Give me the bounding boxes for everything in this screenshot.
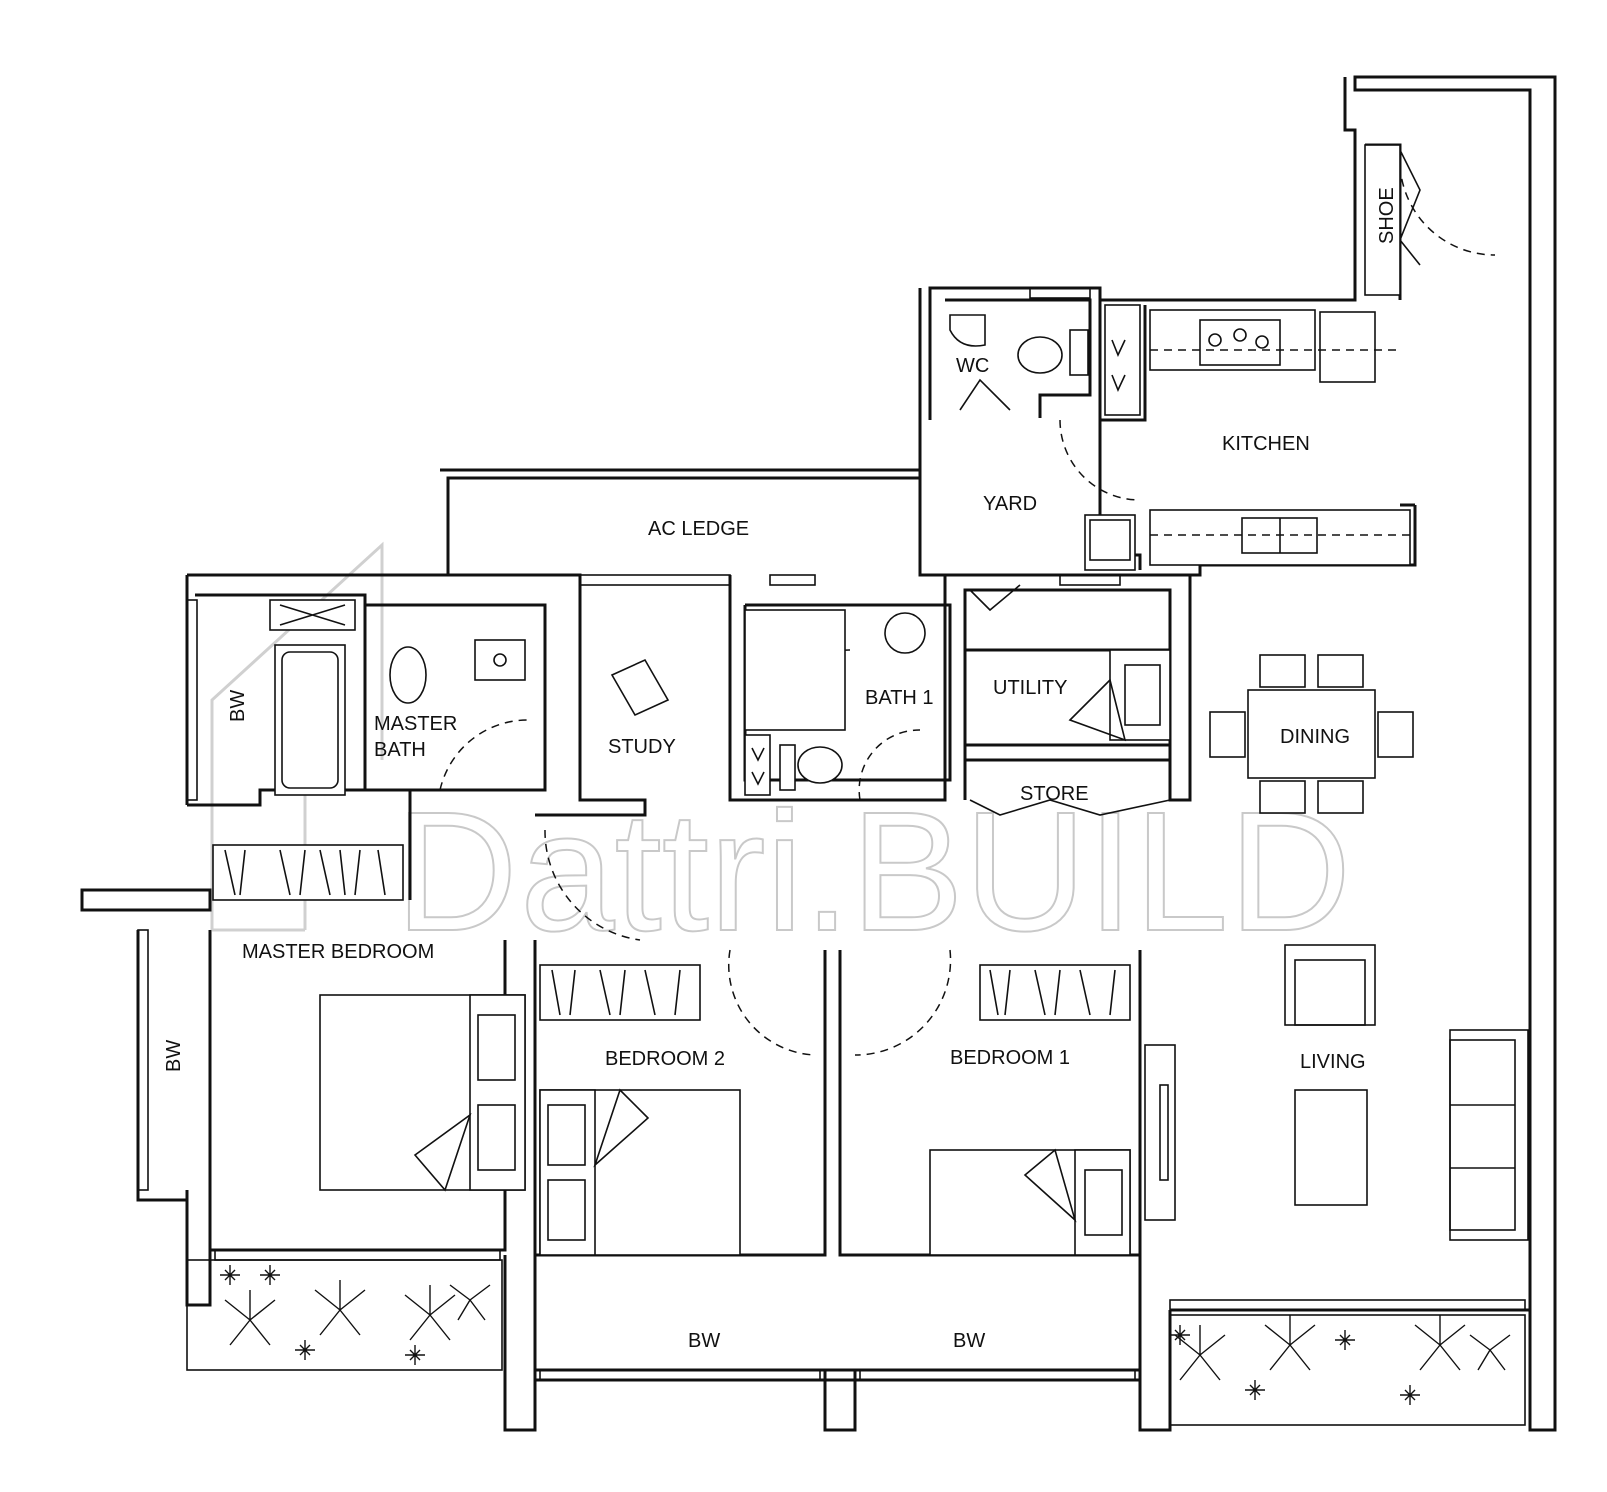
label-bw-bedroom1: BW — [953, 1330, 985, 1352]
label-store: STORE — [1020, 783, 1089, 805]
label-living: LIVING — [1300, 1051, 1366, 1073]
label-ac-ledge: AC LEDGE — [648, 518, 749, 540]
label-kitchen: KITCHEN — [1222, 433, 1310, 455]
windows — [137, 287, 1526, 1381]
watermark-letter: D — [395, 777, 518, 967]
label-wc: WC — [956, 355, 989, 377]
watermark-text: attri.BUILD — [520, 777, 1351, 967]
room-labels: SHOE WC KITCHEN YARD AC LEDGE BW MASTER … — [163, 187, 1398, 1352]
label-study: STUDY — [608, 736, 676, 758]
label-bedroom2: BEDROOM 2 — [605, 1048, 725, 1070]
label-bedroom1: BEDROOM 1 — [950, 1047, 1070, 1069]
label-bw-bedroom2: BW — [688, 1330, 720, 1352]
label-master-bath-line2: BATH — [374, 739, 426, 761]
label-master-bedroom: MASTER BEDROOM — [242, 941, 434, 963]
label-bw-master-bath: BW — [227, 690, 249, 722]
label-dining: DINING — [1280, 726, 1350, 748]
label-shoe: SHOE — [1376, 187, 1398, 244]
label-bw-master-bedroom: BW — [163, 1040, 185, 1072]
watermark: D attri.BUILD — [210, 541, 1352, 968]
label-bath1: BATH 1 — [865, 687, 934, 709]
label-yard: YARD — [983, 493, 1037, 515]
label-utility: UTILITY — [993, 677, 1067, 699]
label-master-bath-line1: MASTER — [374, 713, 457, 735]
planter-flowers — [220, 1265, 1511, 1405]
fixtures — [186, 144, 1529, 1426]
